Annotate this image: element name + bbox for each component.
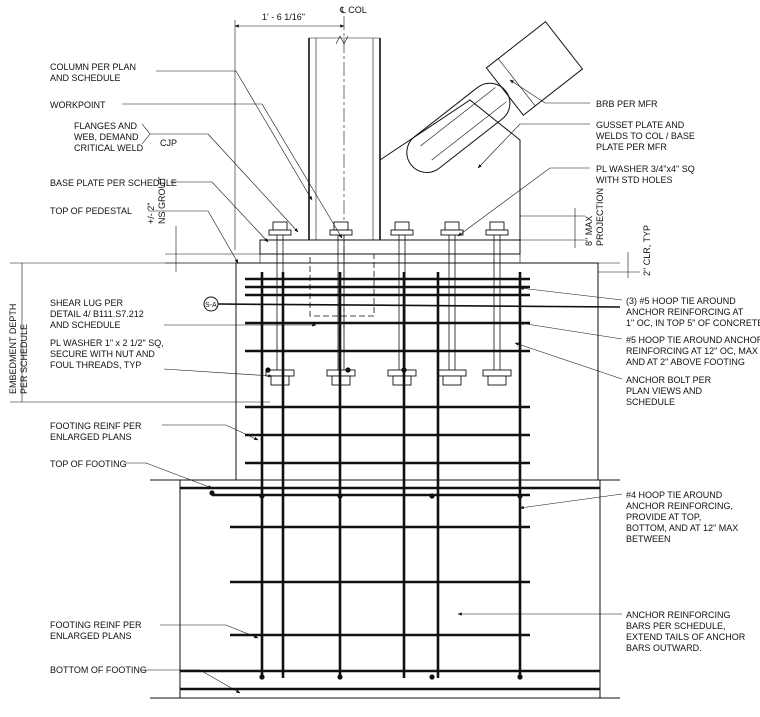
rebar-dot bbox=[265, 367, 271, 373]
grout-label: +/- 2"NS GROUT bbox=[146, 176, 167, 224]
brb bbox=[406, 20, 584, 173]
rebar-dot bbox=[337, 674, 343, 680]
rebar-dot bbox=[209, 490, 215, 496]
leader-lines bbox=[122, 70, 623, 694]
rebar-dot bbox=[517, 674, 523, 680]
clear-label: 2" CLR, TYP bbox=[642, 225, 652, 276]
callout-pl-washer: PL WASHER 1" x 2 1/2" SQ,SECURE WITH NUT… bbox=[50, 338, 164, 370]
anchor-bolt bbox=[387, 221, 417, 386]
callout-bottom-footing: BOTTOM OF FOOTING bbox=[50, 665, 147, 675]
callout-base-plate: BASE PLATE PER SCHEDULE bbox=[50, 178, 177, 188]
callout-top-pedestal: TOP OF PEDESTAL bbox=[50, 206, 132, 216]
shear-lug bbox=[309, 253, 375, 317]
rebar-dot bbox=[259, 493, 265, 499]
projection-dimension: 8" MAXPROJECTION bbox=[520, 188, 605, 248]
anchor-bolt bbox=[482, 221, 512, 386]
rebar-dot bbox=[517, 493, 523, 499]
column-width-dimension: 1' - 6 1/16" bbox=[234, 12, 345, 250]
column-width-label: 1' - 6 1/16" bbox=[262, 12, 305, 22]
rebar-dot bbox=[259, 674, 265, 680]
section-tag: S-A bbox=[203, 296, 621, 312]
rebar-dot bbox=[429, 674, 435, 680]
rebar-dot bbox=[337, 493, 343, 499]
grout-dimension: +/- 2"NS GROUT bbox=[146, 176, 260, 272]
rebar-dot bbox=[345, 367, 351, 373]
cjp-weld-symbol: CJP bbox=[141, 123, 208, 148]
rebar-dot bbox=[401, 367, 407, 373]
embedment-dimension: EMBEDMENT DEPTHPER SCHEDULE bbox=[8, 263, 270, 403]
footing-reinforcing bbox=[180, 486, 600, 691]
callout-top-footing: TOP OF FOOTING bbox=[50, 459, 127, 469]
centerline-label: ℄ COL bbox=[339, 5, 367, 15]
callout-brb: BRB PER MFR bbox=[596, 99, 658, 109]
rebar-sections bbox=[209, 367, 523, 680]
anchor-bolts bbox=[265, 221, 512, 386]
anchor-reinforcing-bars bbox=[260, 272, 522, 678]
column bbox=[308, 35, 381, 240]
anchor-bolt bbox=[265, 221, 295, 386]
anchor-bolt bbox=[437, 221, 467, 386]
footing bbox=[150, 479, 620, 699]
embedment-label: EMBEDMENT DEPTHPER SCHEDULE bbox=[8, 304, 29, 394]
base-plate bbox=[259, 239, 521, 264]
centerline-marker: ℄ COL bbox=[339, 5, 367, 15]
projection-label: 8" MAXPROJECTION bbox=[584, 188, 605, 246]
rebar-dot bbox=[429, 493, 435, 499]
clear-dimension: 2" CLR, TYP bbox=[598, 225, 652, 278]
callout-workpoint: WORKPOINT bbox=[50, 100, 106, 110]
cjp-label: CJP bbox=[160, 138, 177, 148]
pedestal-reinforcing bbox=[245, 277, 530, 465]
section-tag-label: S-A bbox=[205, 302, 217, 309]
